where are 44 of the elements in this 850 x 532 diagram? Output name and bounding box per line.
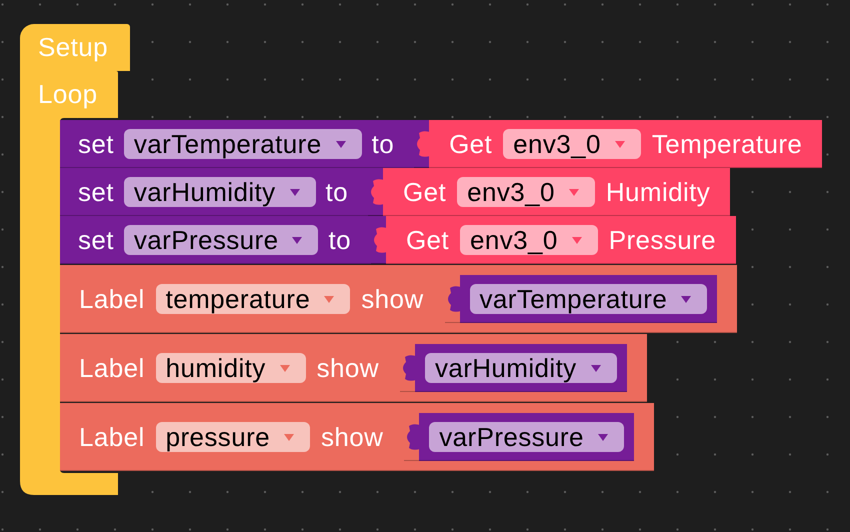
dropdown: varTemperature: [124, 129, 362, 159]
block-label: set: [78, 128, 114, 160]
dropdown: varHumidity: [424, 353, 617, 383]
block-label: set: [78, 176, 114, 208]
dropdown: env3_0: [460, 225, 598, 255]
block-label: Get: [449, 128, 492, 160]
block-label: show: [361, 284, 424, 314]
dropdown: env3_0: [457, 177, 595, 207]
block-label: Humidity: [606, 176, 710, 208]
dropdown: varTemperature: [470, 284, 708, 314]
variable-block: [400, 344, 627, 392]
label-show-block: [60, 265, 738, 333]
sensor-get-block: [370, 216, 736, 264]
block-label: show: [316, 352, 379, 384]
block-label: set: [78, 224, 114, 256]
variable-block: [404, 413, 634, 461]
sensor-get-block: [368, 168, 730, 216]
label-show-block: [60, 403, 654, 471]
set-variable-block: [60, 216, 736, 264]
sensor-get-block: [414, 120, 822, 168]
block-label: Get: [403, 176, 446, 208]
block-label: Label: [79, 284, 145, 314]
dropdown: varHumidity: [124, 177, 316, 207]
block-label: to: [326, 176, 348, 208]
block-label: Pressure: [608, 224, 716, 256]
block-label: Loop: [38, 78, 98, 111]
dropdown: varPressure: [429, 422, 624, 452]
dropdown: varPressure: [124, 225, 318, 255]
dropdown: humidity: [156, 353, 306, 383]
block-label: to: [328, 224, 351, 256]
block-label: to: [372, 128, 394, 160]
hat-block: Setup: [20, 24, 130, 71]
block-label: Temperature: [652, 128, 802, 160]
block-label: show: [320, 422, 384, 452]
set-variable-block: [60, 168, 730, 216]
label-show-block: [60, 334, 647, 402]
block-label: Get: [406, 224, 450, 256]
block-label: Label: [79, 352, 145, 384]
dropdown: temperature: [156, 284, 350, 314]
block-label: Label: [79, 422, 145, 452]
dropdown: env3_0: [503, 129, 641, 159]
variable-block: [444, 275, 718, 323]
set-variable-block: [60, 120, 822, 168]
dropdown: pressure: [156, 422, 310, 452]
